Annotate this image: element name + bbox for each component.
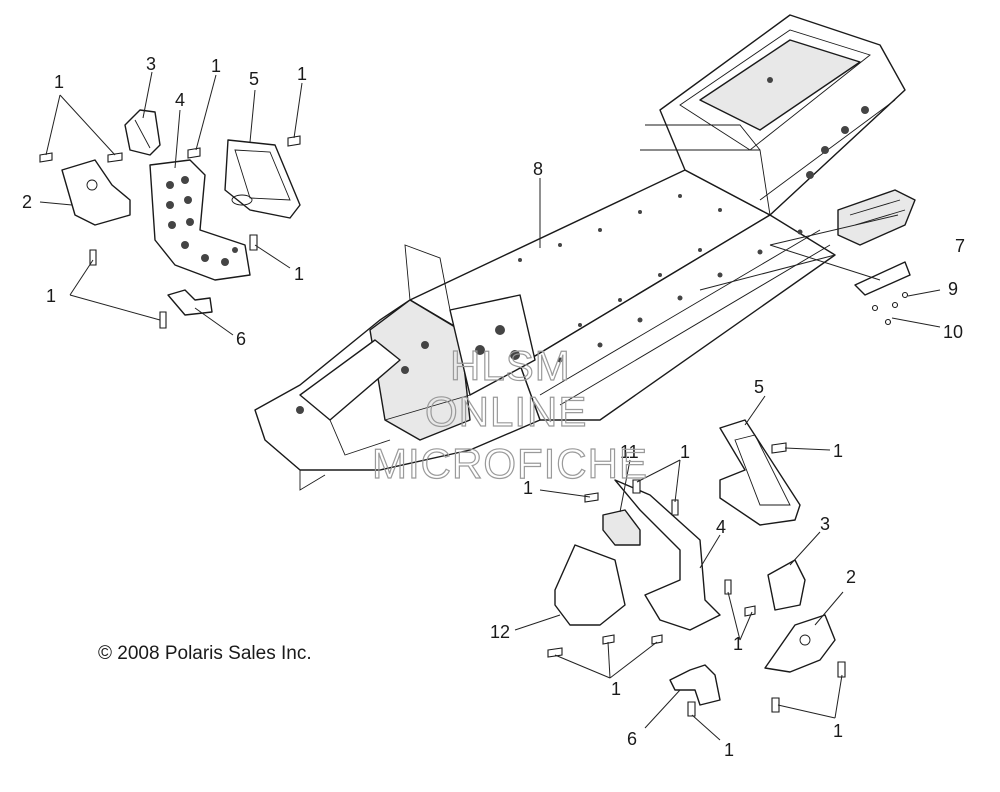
bracket-part-6-right: [669, 664, 721, 706]
callout-6: 6: [627, 729, 637, 749]
watermark: HLSM ONLINE MICROFICHE: [371, 341, 648, 487]
callout-1: 1: [733, 634, 743, 654]
callout-1: 1: [46, 286, 56, 306]
callout-12: 12: [490, 622, 510, 642]
panel-part-12: [554, 544, 626, 626]
bracket-part-3-left: [124, 109, 161, 156]
callout-4: 4: [175, 90, 185, 110]
guard-part-5-right: [719, 419, 801, 526]
callout-1: 1: [523, 478, 533, 498]
callout-4: 4: [716, 517, 726, 537]
callout-6: 6: [236, 329, 246, 349]
callout-1: 1: [833, 721, 843, 741]
panel-part-4-left: [149, 159, 251, 281]
callout-8: 8: [533, 159, 543, 179]
callout-9: 9: [948, 279, 958, 299]
bumper-part-7: [837, 189, 916, 296]
callout-1: 1: [680, 442, 690, 462]
callout-5: 5: [249, 69, 259, 89]
hardware-part-9-10: [871, 291, 909, 326]
callout-11: 11: [620, 442, 639, 462]
chassis-frame: [254, 14, 906, 491]
callout-1: 1: [833, 441, 843, 461]
callout-1: 1: [611, 679, 621, 699]
bracket-part-2-left: [61, 159, 131, 226]
bolts-part-1-left: [39, 135, 301, 329]
bracket-part-6-left: [167, 289, 213, 316]
callout-3: 3: [820, 514, 830, 534]
callout-5: 5: [754, 377, 764, 397]
callout-1: 1: [211, 56, 221, 76]
callout-2: 2: [846, 567, 856, 587]
callouts: 1 3 1 4 5 1 2 1 6 1 8 7 9 10 5 1 11 1 1 …: [22, 54, 965, 760]
callout-1: 1: [297, 64, 307, 84]
callout-1: 1: [54, 72, 64, 92]
callout-1: 1: [294, 264, 304, 284]
bracket-part-11: [602, 509, 641, 546]
leader-lines: [39, 71, 941, 741]
callout-10: 10: [943, 322, 963, 342]
watermark-line-2: ONLINE: [425, 388, 587, 435]
bracket-part-2-right: [764, 614, 836, 673]
callout-3: 3: [146, 54, 156, 74]
watermark-line-3: MICROFICHE: [372, 440, 648, 487]
chassis-holes: [296, 77, 869, 414]
bracket-part-3-right: [767, 559, 806, 611]
callout-7: 7: [955, 236, 965, 256]
panel-part-4-right: [614, 479, 721, 631]
watermark-line-1: HLSM: [450, 342, 571, 389]
bolts-part-1-right: [547, 442, 846, 717]
guard-part-5-left: [224, 139, 301, 219]
callout-2: 2: [22, 192, 32, 212]
copyright-notice: © 2008 Polaris Sales Inc.: [98, 643, 312, 664]
callout-1: 1: [724, 740, 734, 760]
